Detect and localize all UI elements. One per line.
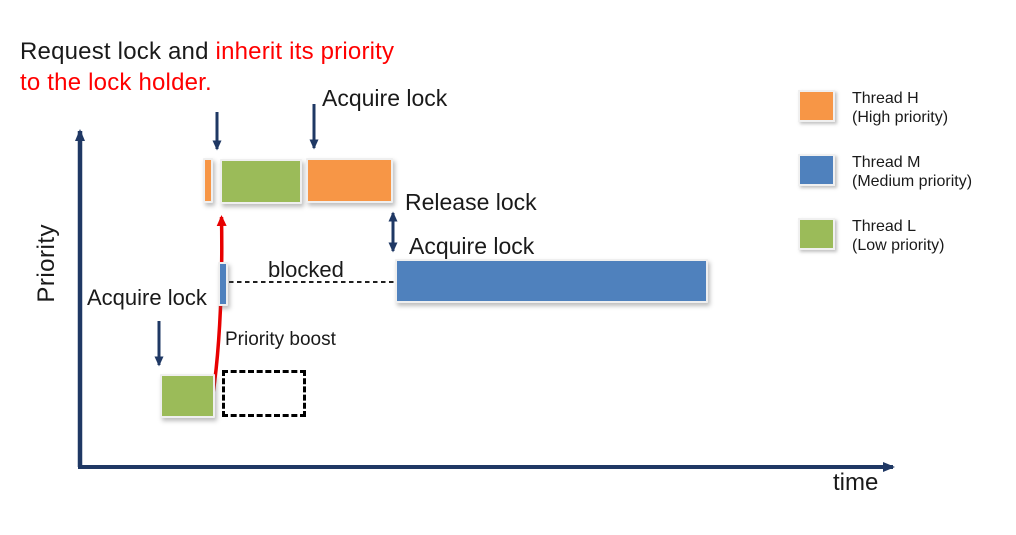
thread-m-swatch [798, 154, 835, 186]
thread-l-original-slot-dashed [222, 370, 306, 417]
thread-h-start-sliver [203, 158, 213, 203]
y-axis-label: Priority [33, 224, 60, 303]
thread-m-desc: (Medium priority) [852, 173, 973, 190]
thread-h-name: Thread H [852, 90, 919, 107]
release-lock-label: Release lock [405, 189, 537, 215]
legend: Thread H (High priority) Thread M (Mediu… [798, 90, 972, 255]
blocked-label: blocked [268, 257, 344, 282]
x-axis-label: time [833, 469, 879, 496]
legend-item-thread-m: Thread M (Medium priority) [798, 154, 972, 191]
thread-h-running-segment [306, 158, 393, 203]
thread-l-start-segment [160, 374, 215, 418]
thread-l-name: Thread L [852, 218, 917, 235]
thread-l-boosted-segment [220, 159, 302, 204]
thread-l-swatch [798, 218, 835, 250]
acquire-lock-left-label: Acquire lock [87, 285, 207, 310]
headline: Request lock and inherit its priority to… [20, 36, 394, 98]
legend-item-thread-l: Thread L (Low priority) [798, 218, 972, 255]
acquire-lock-mid-label: Acquire lock [409, 233, 535, 259]
thread-h-text: Thread H (High priority) [852, 89, 948, 127]
thread-l-text: Thread L (Low priority) [852, 217, 944, 255]
headline-red-part: inherit its priority [215, 38, 395, 65]
priority-boost-label: Priority boost [225, 329, 336, 350]
thread-l-desc: (Low priority) [852, 237, 945, 254]
thread-h-desc: (High priority) [852, 109, 949, 126]
thread-m-text: Thread M (Medium priority) [852, 153, 972, 191]
acquire-lock-top-label: Acquire lock [322, 85, 448, 111]
thread-m-name: Thread M [852, 154, 921, 171]
legend-item-thread-h: Thread H (High priority) [798, 90, 972, 127]
thread-h-swatch [798, 90, 835, 122]
headline-red-line2: to the lock holder. [20, 69, 212, 96]
thread-m-running-segment [395, 259, 708, 303]
thread-m-blocked-sliver [218, 262, 228, 306]
headline-black-part: Request lock and [20, 38, 216, 65]
priority-boost-arrow [210, 215, 227, 398]
